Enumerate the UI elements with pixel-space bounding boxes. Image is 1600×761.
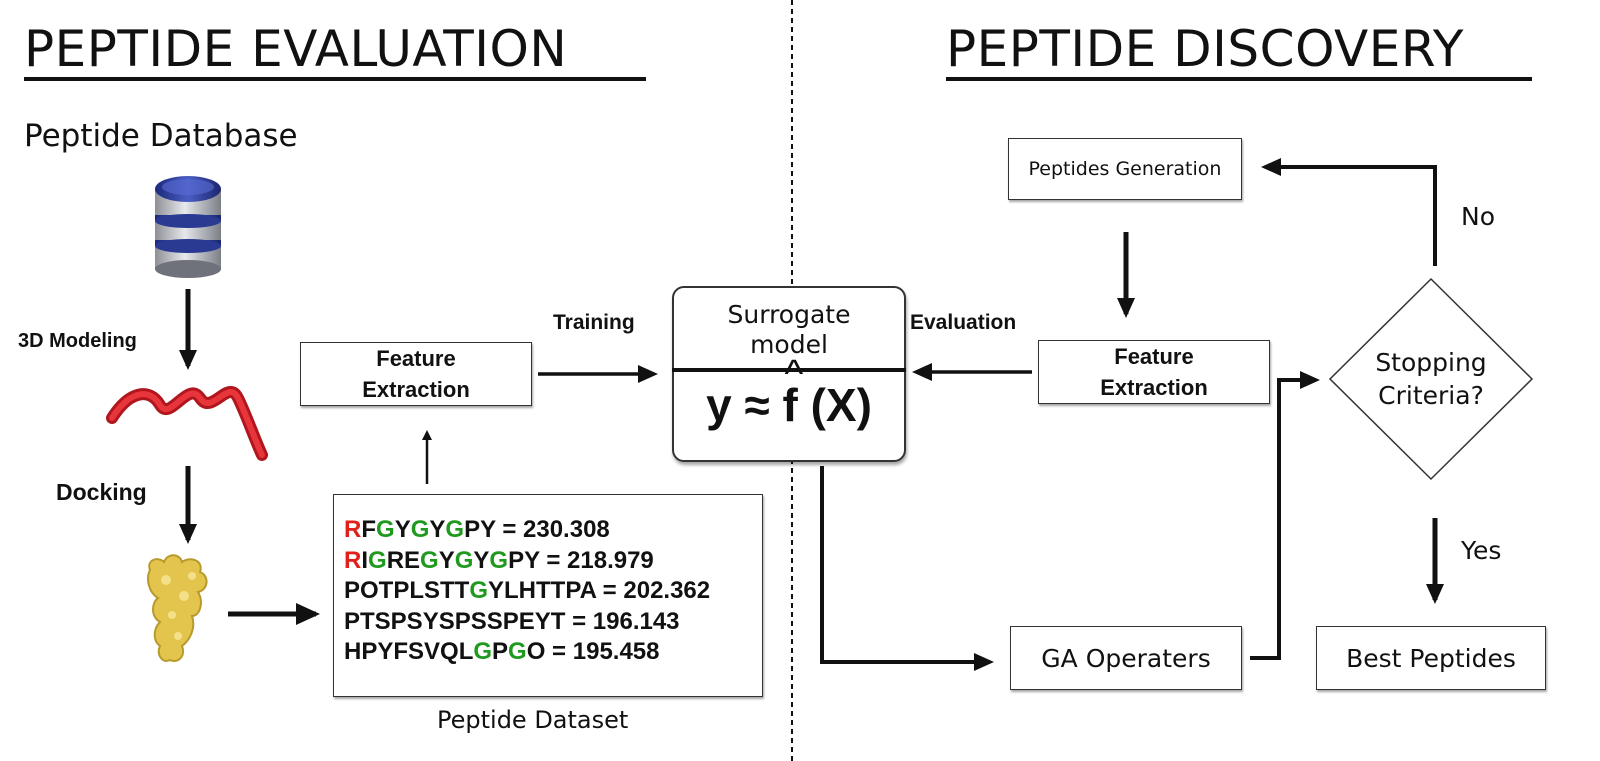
- evaluation-feature-extraction-box: Feature Extraction: [300, 342, 532, 406]
- peptide-database-label: Peptide Database: [24, 118, 298, 154]
- sequence-segment: F: [361, 516, 377, 543]
- sequence-segment: Y: [473, 546, 490, 574]
- surrogate-title-line1: Surrogate: [727, 300, 851, 329]
- discovery-heading-rule: [946, 77, 1532, 81]
- dataset-row: RFGYGYGPY = 230.308: [344, 515, 762, 546]
- yes-branch-label: Yes: [1461, 536, 1502, 565]
- evaluation-heading: PEPTIDE EVALUATION: [24, 20, 568, 78]
- helix-icon: [106, 386, 268, 461]
- ga-operators-box: GA Operaters: [1010, 626, 1242, 690]
- evaluation-label: Evaluation: [910, 311, 1017, 334]
- stopping-criteria-line2: Criteria?: [1378, 381, 1484, 410]
- sequence-segment: G: [410, 516, 430, 543]
- formula-hat: ^: [784, 352, 804, 396]
- sequence-segment: POTPLSTT: [344, 577, 470, 604]
- sequence-segment: I: [361, 546, 369, 574]
- modeling-step-label: 3D Modeling: [18, 330, 137, 352]
- feature-extraction-line1: Feature: [376, 346, 456, 371]
- formula-right: (X): [810, 379, 872, 431]
- training-label: Training: [553, 311, 635, 334]
- discovery-feature-extraction-line2: Extraction: [1100, 375, 1208, 400]
- dataset-score: = 202.362: [596, 577, 711, 604]
- sequence-segment: G: [508, 638, 527, 665]
- discovery-heading: PEPTIDE DISCOVERY: [946, 20, 1464, 78]
- sequence-segment: P: [492, 638, 509, 665]
- dataset-score: = 196.143: [565, 607, 680, 635]
- formula-left: y ≈: [706, 379, 770, 431]
- sequence-segment: PTSPSYSPSSPEYT: [344, 607, 566, 635]
- sequence-segment: R: [344, 516, 362, 543]
- surrogate-formula: y ≈ ^ f (X): [674, 352, 904, 432]
- protein-icon: [147, 554, 208, 662]
- dataset-row: PTSPSYSPSSPEYT = 196.143: [344, 607, 762, 638]
- formula-f: f: [782, 379, 798, 431]
- dataset-score: = 195.458: [545, 638, 660, 665]
- surrogate-model-box: Surrogate model y ≈ ^ f (X): [672, 286, 906, 462]
- sequence-segment: R: [344, 546, 362, 574]
- sequence-segment: G: [420, 546, 439, 574]
- sequence-segment: G: [489, 546, 509, 574]
- sequence-segment: YLHTTPA: [488, 577, 597, 604]
- dataset-score: = 230.308: [495, 516, 610, 543]
- dataset-row: RIGREGYGYGPY = 218.979: [344, 546, 762, 577]
- sequence-segment: Y: [438, 546, 455, 574]
- stopping-criteria-diamond: [1328, 277, 1534, 481]
- discovery-feature-extraction-line1: Feature: [1114, 344, 1194, 369]
- dataset-score: = 218.979: [539, 546, 654, 574]
- sequence-segment: O: [526, 638, 546, 665]
- docking-step-label: Docking: [56, 479, 147, 505]
- peptides-generation-box: Peptides Generation: [1008, 138, 1242, 200]
- sequence-segment: RE: [386, 546, 421, 574]
- best-peptides-label: Best Peptides: [1346, 643, 1516, 673]
- sequence-segment: PY: [464, 516, 496, 543]
- sequence-segment: Y: [429, 516, 446, 543]
- database-icon: [155, 176, 221, 278]
- discovery-feature-extraction-box: Feature Extraction: [1038, 340, 1270, 404]
- sequence-segment: G: [376, 516, 395, 543]
- dataset-row: POTPLSTTGYLHTTPA = 202.362: [344, 576, 762, 607]
- feature-extraction-line2: Extraction: [362, 377, 470, 402]
- stopping-criteria-line1: Stopping: [1375, 348, 1487, 377]
- peptides-generation-label: Peptides Generation: [1028, 158, 1222, 180]
- best-peptides-box: Best Peptides: [1316, 626, 1546, 690]
- sequence-segment: Y: [394, 516, 411, 543]
- sequence-segment: G: [473, 638, 493, 665]
- no-branch-label: No: [1461, 202, 1495, 231]
- stopping-criteria-text: Stopping Criteria?: [1346, 346, 1516, 412]
- surrogate-title-line2: model: [750, 330, 828, 359]
- ga-operators-label: GA Operaters: [1041, 643, 1211, 673]
- sequence-segment: PY: [508, 546, 540, 574]
- surrogate-divider: [672, 368, 906, 372]
- sequence-segment: G: [454, 546, 474, 574]
- sequence-segment: G: [368, 546, 387, 574]
- evaluation-heading-rule: [24, 77, 646, 81]
- sequence-segment: G: [469, 577, 489, 604]
- peptide-dataset-caption: Peptide Dataset: [437, 706, 629, 734]
- sequence-segment: HPYFSVQL: [344, 638, 474, 665]
- sequence-segment: G: [445, 516, 465, 543]
- dataset-row: HPYFSVQLGPGO = 195.458: [344, 637, 762, 668]
